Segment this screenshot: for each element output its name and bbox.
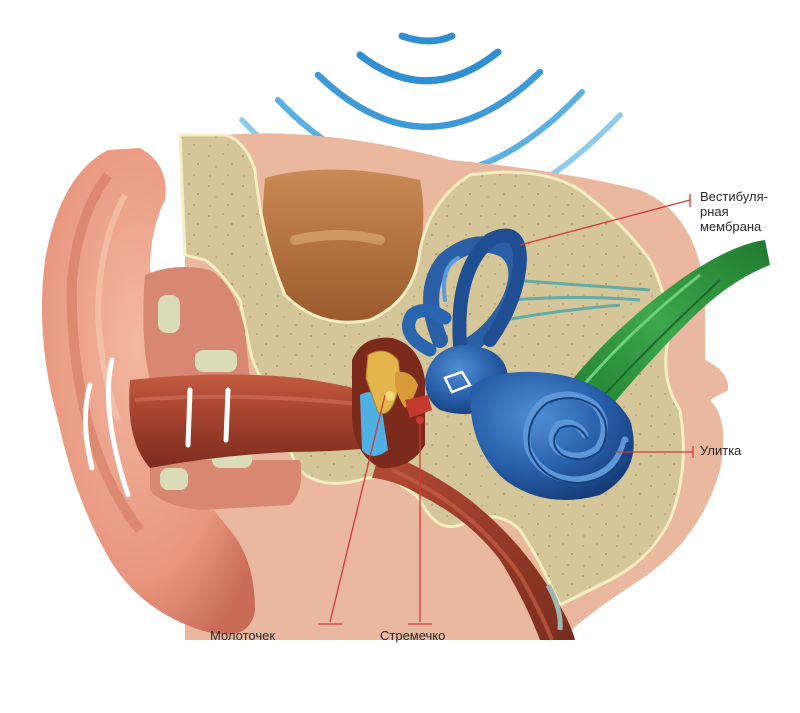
sound-wave-3 xyxy=(314,68,544,130)
label-vestibular-line-3: мембрана xyxy=(700,219,762,234)
cochlea xyxy=(470,371,634,500)
leader-malleus xyxy=(329,394,386,623)
leader-vestibular xyxy=(519,199,691,246)
label-vestibular-line-1: Вестибуля- xyxy=(700,189,768,204)
cartilage-lower xyxy=(150,460,302,510)
label-stapes: Стремечко xyxy=(380,628,446,643)
stapes-bone xyxy=(405,395,432,418)
cranial-cavity xyxy=(260,169,424,324)
sound-wave-2 xyxy=(356,48,502,85)
leader-lines xyxy=(318,194,694,625)
label-malleus: Молоточек xyxy=(210,628,276,643)
auditory-nerve xyxy=(560,240,770,420)
sound-wave-1 xyxy=(398,32,456,45)
label-vestibular-line-2: рная xyxy=(700,204,729,219)
eustachian-tube xyxy=(372,450,575,640)
canal-rings xyxy=(83,357,231,498)
label-vestibular-membrane: Вестибуля- рная мембрана xyxy=(700,189,768,234)
label-cochlea: Улитка xyxy=(700,443,742,458)
semicircular-canals xyxy=(402,228,528,357)
